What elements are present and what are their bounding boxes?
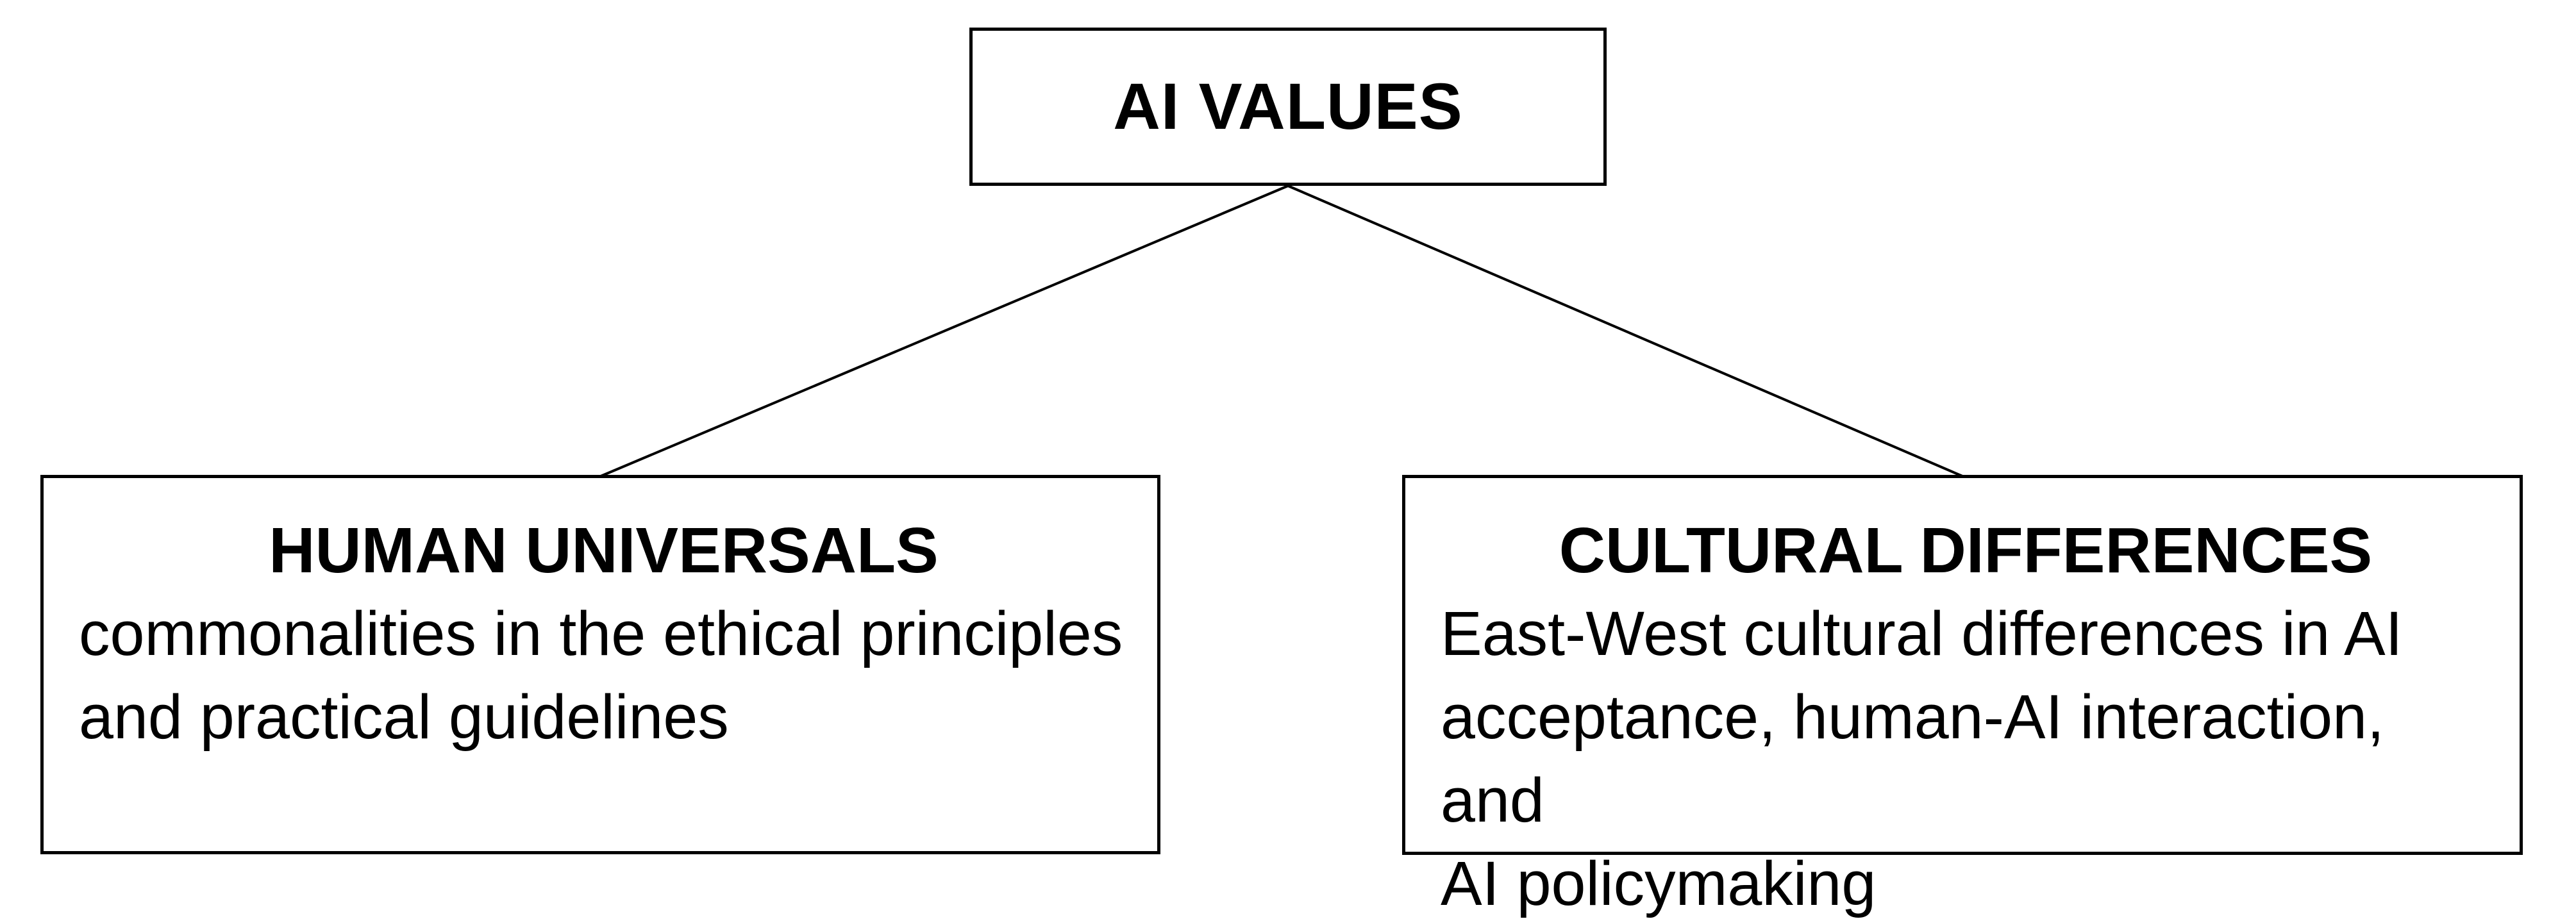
human-universals-description: commonalities in the ethical principles … [79, 599, 1123, 752]
cultural-differences-description: East-West cultural differences in AI acc… [1441, 599, 2403, 918]
cultural-differences-title: CULTURAL DIFFERENCES [1559, 515, 2373, 586]
connector-right-line [1287, 185, 1963, 477]
human-universals-title: HUMAN UNIVERSALS [269, 515, 939, 586]
child-node-human-universals: HUMAN UNIVERSALS commonalities in the et… [40, 475, 1160, 854]
root-node-ai-values: AI VALUES [969, 28, 1607, 186]
child-node-cultural-differences: CULTURAL DIFFERENCES East-West cultural … [1402, 475, 2523, 918]
root-node-title: AI VALUES [1113, 70, 1463, 143]
connector-left-line [600, 185, 1289, 477]
